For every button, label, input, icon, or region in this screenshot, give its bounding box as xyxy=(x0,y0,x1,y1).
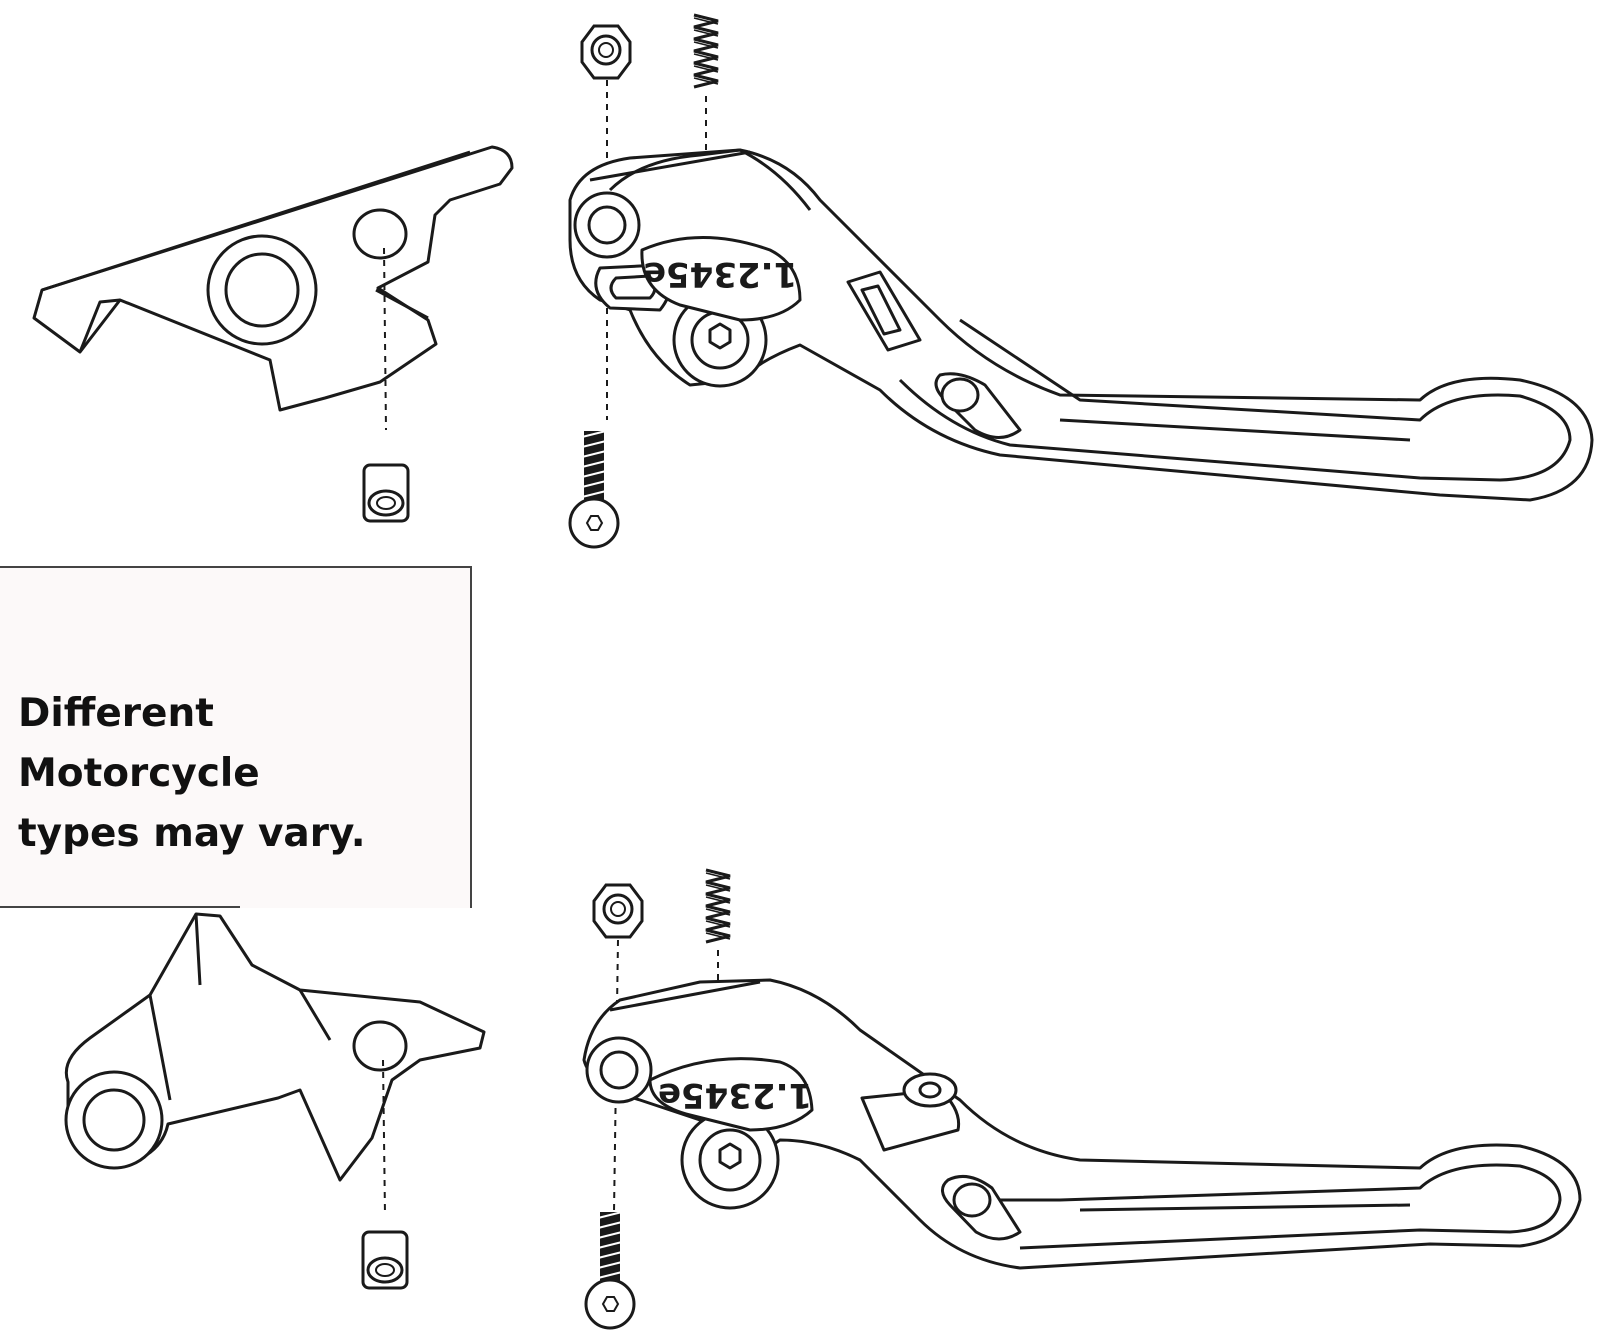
top-lever-bracket xyxy=(32,145,514,412)
bottom-bracket-axis-line xyxy=(382,1059,386,1216)
bottom-spring xyxy=(704,868,732,944)
bottom-adjuster-numbers: 1.2345e xyxy=(658,1075,812,1115)
note-panel xyxy=(0,566,472,908)
bottom-nut xyxy=(592,883,644,939)
bottom-lever-bracket xyxy=(64,912,486,1182)
top-lever xyxy=(568,148,1594,502)
top-spring xyxy=(692,13,720,89)
top-pivot-screw xyxy=(568,429,620,549)
compatibility-note-line-2: types may vary. xyxy=(18,811,366,856)
compatibility-note-line-1: Different Motorcycle xyxy=(18,691,260,796)
bottom-bushing xyxy=(361,1230,409,1290)
bottom-pivot-screw xyxy=(584,1210,636,1330)
top-bushing xyxy=(362,463,410,523)
compatibility-note: Different Motorcycle types may vary. xyxy=(18,684,468,864)
bottom-lever xyxy=(582,978,1582,1270)
note-panel-underline xyxy=(0,906,240,908)
top-nut xyxy=(580,24,632,80)
top-adjuster-numbers: 1.2345e xyxy=(643,254,797,294)
